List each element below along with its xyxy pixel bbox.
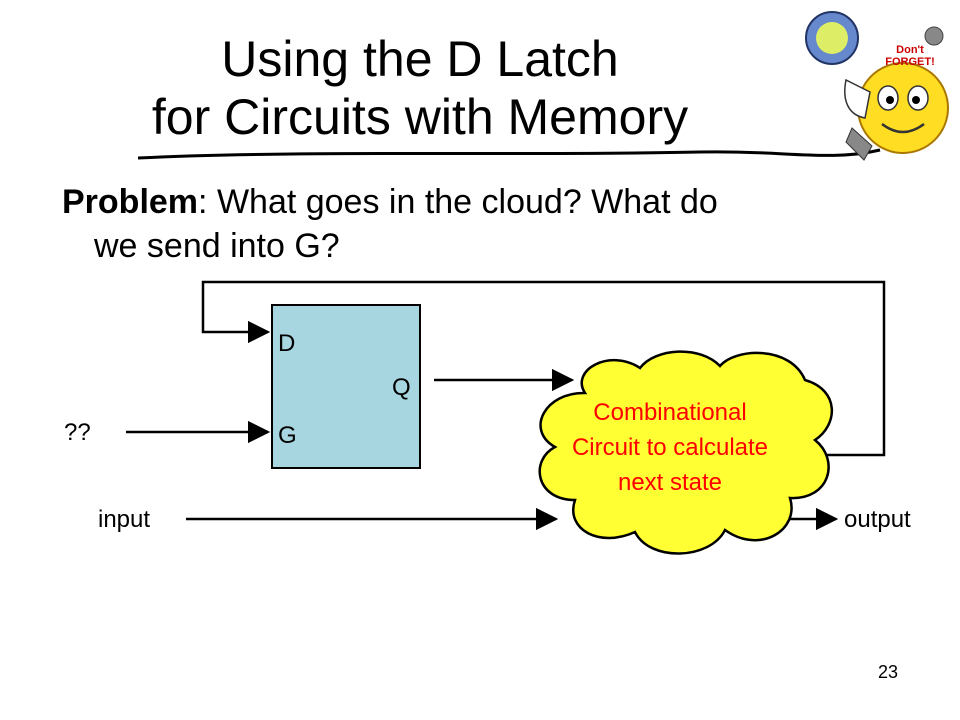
problem-text-line2: we send into G? xyxy=(94,227,340,265)
problem-label: Problem xyxy=(62,183,199,221)
d-latch-box xyxy=(271,304,421,469)
cloud-line-2: Circuit to calculate xyxy=(571,434,769,461)
cloud-line-1: Combinational xyxy=(593,399,747,426)
problem-text: : What goes in the cloud? What do xyxy=(198,183,718,221)
small-gray-disc-icon xyxy=(924,26,944,46)
title-line-1: Using the D Latch xyxy=(221,31,619,87)
latch-d-label: D xyxy=(278,330,296,357)
g-input-label: ?? xyxy=(64,419,91,446)
dont-forget-sticker xyxy=(805,11,949,161)
latch-q-label: Q xyxy=(392,374,411,401)
latch-g-label: G xyxy=(278,422,297,449)
cloud-line-3: next state xyxy=(617,469,723,496)
input-label: input xyxy=(98,506,151,533)
feedback-wire xyxy=(201,280,886,457)
problem-statement: Problem: What goes in the cloud? What do… xyxy=(62,180,882,268)
pointing-hand-icon xyxy=(844,78,871,119)
slide-title: Using the D Latch for Circuits with Memo… xyxy=(120,30,720,146)
sticker-text: Don't FORGET! xyxy=(885,44,935,68)
combinational-cloud xyxy=(538,350,833,555)
cloud-label: Combinational Circuit to calculate next … xyxy=(530,395,810,500)
title-underline xyxy=(137,148,881,160)
title-line-2: for Circuits with Memory xyxy=(151,89,689,145)
smiley-face-icon xyxy=(857,62,949,154)
output-label: output xyxy=(844,506,911,533)
page-number: 23 xyxy=(877,662,898,682)
